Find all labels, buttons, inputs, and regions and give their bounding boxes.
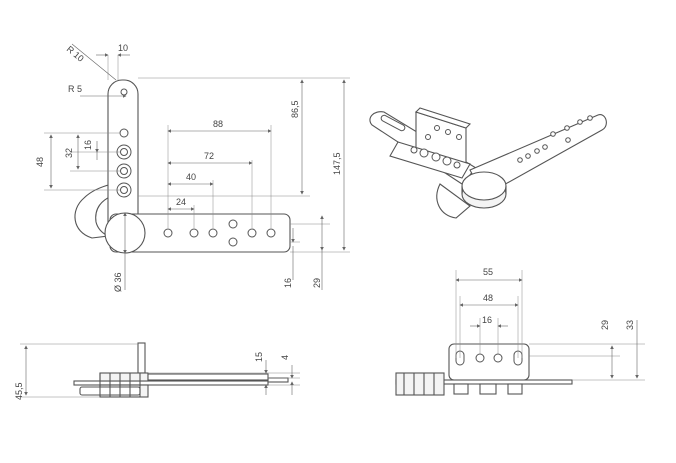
dim-r10: R 10 bbox=[65, 44, 86, 64]
dim-29-bottom: 29 bbox=[312, 278, 322, 288]
arm-hole bbox=[120, 167, 128, 175]
dim-55: 55 bbox=[483, 267, 493, 277]
dim-16-right: 16 bbox=[482, 315, 492, 325]
side-tail bbox=[267, 377, 289, 383]
dim-33: 33 bbox=[625, 320, 635, 330]
dim-16-left: 16 bbox=[83, 140, 93, 150]
arm-hole bbox=[189, 228, 199, 238]
arm-hole bbox=[228, 219, 238, 229]
side-hub bbox=[99, 372, 149, 382]
arm-hole bbox=[120, 186, 128, 194]
dim-16-bottom: 16 bbox=[283, 278, 293, 288]
side-view: 45,5 15 4 bbox=[14, 342, 300, 400]
dim-40: 40 bbox=[186, 172, 196, 182]
arm-hole bbox=[119, 128, 129, 138]
dim-dia36: Ø 36 bbox=[113, 272, 123, 292]
arm-hole bbox=[163, 228, 173, 238]
iso-right-arm bbox=[469, 114, 607, 197]
dim-86-5: 86,5 bbox=[290, 100, 300, 118]
dim-29-right: 29 bbox=[600, 320, 610, 330]
dim-4: 4 bbox=[280, 355, 290, 360]
arm-hole bbox=[208, 228, 218, 238]
dim-r5: R 5 bbox=[68, 84, 82, 94]
arm-hole bbox=[228, 237, 238, 247]
front-view: 55 48 16 29 33 bbox=[395, 267, 645, 396]
arm-hole bbox=[247, 228, 257, 238]
arm-hole bbox=[266, 228, 276, 238]
dim-48: 48 bbox=[35, 157, 45, 167]
side-upright bbox=[137, 342, 146, 374]
dim-45-5: 45,5 bbox=[14, 382, 24, 400]
dim-24: 24 bbox=[176, 197, 186, 207]
dim-32: 32 bbox=[64, 148, 74, 158]
dim-10: 10 bbox=[118, 43, 128, 53]
arm-hole bbox=[120, 88, 128, 96]
dim-48-right: 48 bbox=[483, 293, 493, 303]
arm-hole bbox=[120, 148, 128, 156]
top-view: R 10 10 R 5 88 86,5 147,5 48 32 16 72 40… bbox=[35, 43, 350, 292]
dim-72: 72 bbox=[204, 151, 214, 161]
dim-15: 15 bbox=[254, 352, 264, 362]
iso-hook bbox=[436, 183, 471, 219]
isometric-view bbox=[369, 107, 607, 219]
dim-147-5: 147,5 bbox=[332, 152, 342, 175]
side-plate bbox=[73, 380, 269, 386]
dim-88: 88 bbox=[213, 119, 223, 129]
